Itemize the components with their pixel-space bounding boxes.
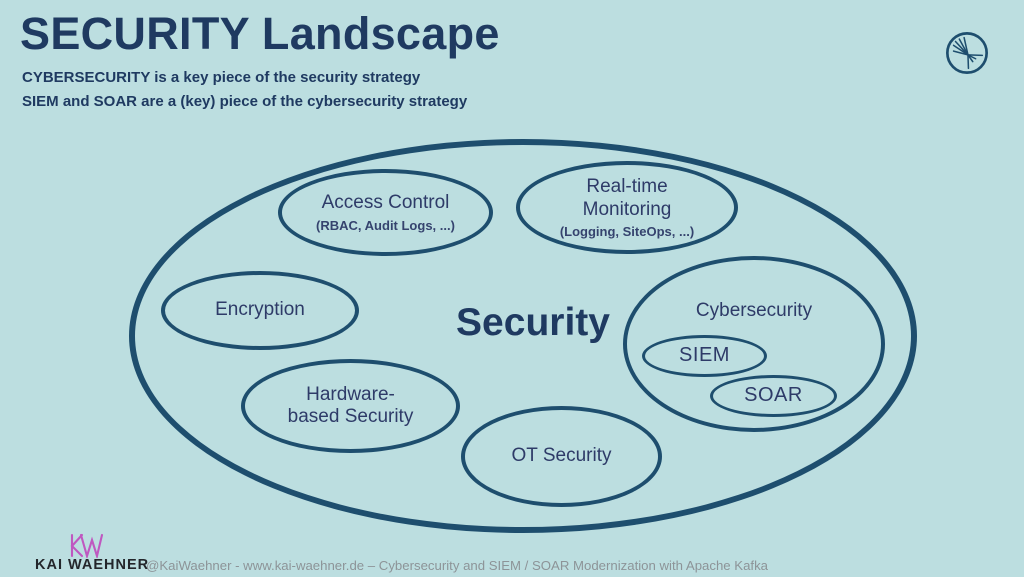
footer-credit-text: @KaiWaehner - www.kai-waehner.de – Cyber… bbox=[146, 558, 769, 573]
access-control-ellipse: Access Control (RBAC, Audit Logs, ...) bbox=[278, 169, 493, 256]
cybersecurity-label: Cybersecurity bbox=[695, 300, 813, 321]
hardware-security-ellipse: Hardware- based Security bbox=[241, 359, 460, 453]
ot-security-ellipse: OT Security bbox=[461, 406, 662, 507]
encryption-label: Encryption bbox=[215, 299, 305, 321]
realtime-monitoring-label-line2: Monitoring bbox=[582, 198, 672, 220]
cybersecurity-ellipse: Cybersecurity bbox=[623, 256, 885, 432]
realtime-monitoring-sublabel: (Logging, SiteOps, ...) bbox=[559, 223, 695, 239]
brand-name: KAI WAEHNER bbox=[35, 557, 150, 573]
soar-ellipse: SOAR bbox=[710, 375, 837, 417]
subtitle-line-2: SIEM and SOAR are a (key) piece of the c… bbox=[22, 93, 468, 110]
ot-security-label: OT Security bbox=[511, 445, 612, 467]
security-center-label: Security bbox=[456, 301, 610, 344]
realtime-monitoring-label-line1: Real-time bbox=[586, 176, 668, 198]
access-control-label: Access Control bbox=[321, 192, 450, 214]
encryption-ellipse: Encryption bbox=[161, 271, 359, 350]
access-control-sublabel: (RBAC, Audit Logs, ...) bbox=[316, 217, 455, 233]
hardware-security-label-line2: based Security bbox=[287, 406, 414, 427]
siem-ellipse: SIEM bbox=[642, 335, 767, 377]
hardware-security-label-line1: Hardware- bbox=[306, 383, 395, 405]
realtime-monitoring-ellipse: Real-time Monitoring (Logging, SiteOps, … bbox=[516, 161, 738, 254]
soar-label: SOAR bbox=[744, 384, 803, 407]
security-outer-ellipse bbox=[129, 139, 917, 533]
page-title: SECURITY Landscape bbox=[20, 8, 500, 59]
siem-label: SIEM bbox=[679, 344, 730, 367]
kw-logo-icon bbox=[66, 533, 104, 560]
subtitle-line-1: CYBERSECURITY is a key piece of the secu… bbox=[22, 69, 421, 86]
confluent-logo-icon bbox=[944, 30, 990, 76]
